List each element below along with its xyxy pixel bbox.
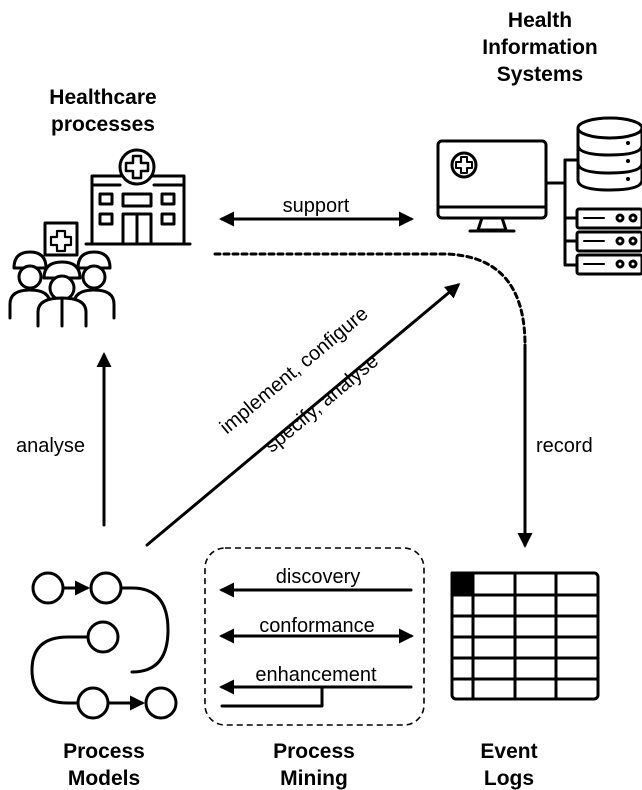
analyse-label: analyse <box>16 435 85 457</box>
process-models-title-line2: Models <box>68 767 140 790</box>
support-label: support <box>283 195 350 217</box>
event-logs-title-line1: Event <box>480 740 537 763</box>
specify-analyse-label: specify, analyse <box>261 350 383 457</box>
enhancement-feedback-line <box>220 685 324 708</box>
process-models-title-line1: Process <box>63 740 145 763</box>
system-connector <box>544 158 579 267</box>
process-mining-title-line1: Process <box>273 740 355 763</box>
computer-monitor-icon <box>436 139 548 233</box>
event-log-table-icon <box>450 571 600 701</box>
medical-staff-icon <box>8 221 116 328</box>
hospital-icon <box>84 148 192 246</box>
record-dotted-path <box>213 252 527 347</box>
his-title-line3: Systems <box>497 63 583 86</box>
healthcare-title-line2: processes <box>51 113 155 136</box>
healthcare-title-line1: Healthcare <box>49 86 156 109</box>
process-mining-title-line2: Mining <box>280 767 348 790</box>
database-icon <box>576 116 642 192</box>
implement-arrow <box>145 283 461 547</box>
record-label: record <box>536 435 593 457</box>
server-rack-icon <box>575 207 642 276</box>
his-title-line1: Health <box>508 9 572 32</box>
enhancement-label: enhancement <box>255 664 377 686</box>
discovery-label: discovery <box>276 566 360 588</box>
event-logs-title-line2: Logs <box>484 767 534 790</box>
process-model-icon <box>30 571 178 720</box>
his-title-line2: Information <box>482 36 598 59</box>
conformance-label: conformance <box>259 615 375 637</box>
